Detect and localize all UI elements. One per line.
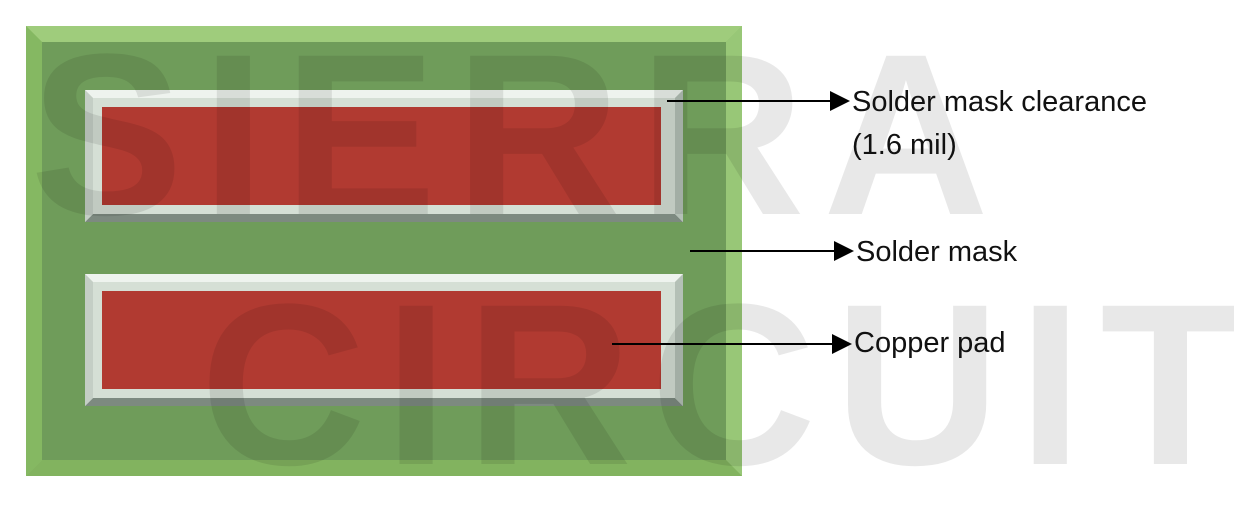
pcb-diagram: SIERRA CIRCUITS [26,20,1234,500]
pcb-board [26,26,742,476]
arrow-solder-mask [690,241,854,261]
label-copper-pad: Copper pad [854,327,1006,359]
board-bevel-left [26,26,42,476]
pad-2-bevel-left [85,274,93,406]
pad-1-bevel-left [85,90,93,222]
pad-1 [85,90,683,222]
label-solder-mask-clearance: Solder mask clearance [852,86,1147,118]
arrow-clearance [667,91,850,111]
pad-2 [85,274,683,406]
pad-1-copper [102,107,661,205]
pad-1-bevel-right [675,90,683,222]
pad-2-bevel-bottom [85,398,683,406]
pad-2-bevel-right [675,274,683,406]
arrow-copper-pad [612,334,852,354]
callout-arrows [612,91,854,354]
pad-2-copper [102,291,661,389]
label-solder-mask: Solder mask [856,236,1018,268]
pad-1-bevel-bottom [85,214,683,222]
board-bevel-top [26,26,742,42]
board-bevel-bottom [26,460,742,476]
pad-2-bevel-top [85,274,683,282]
pad-1-bevel-top [85,90,683,98]
label-clearance-value: (1.6 mil) [852,129,957,161]
